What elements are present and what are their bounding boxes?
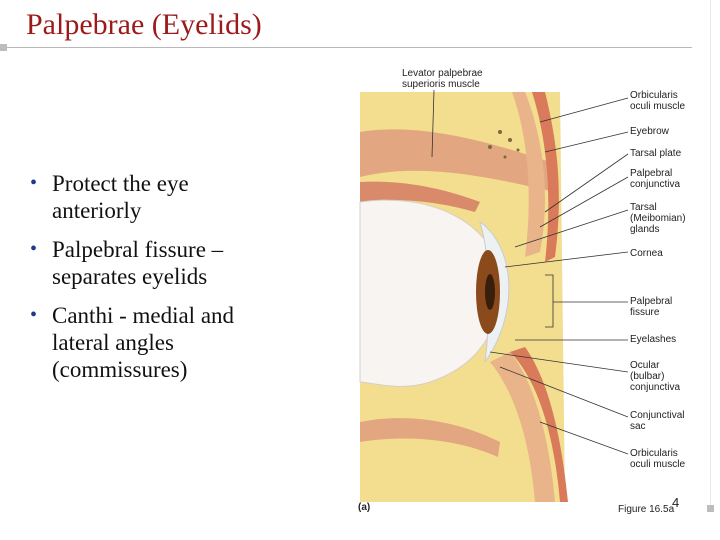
label-orbicularis-top: Orbicularis oculi muscle [630,90,686,112]
label-ocular-conjunctiva: Ocular (bulbar) conjunctiva [630,360,681,393]
label-tarsal-plate: Tarsal plate [630,148,682,159]
label-orbicularis-bottom: Orbicularis oculi muscle [630,448,686,470]
slide-title: Palpebrae (Eyelids) [26,8,262,41]
bullet-item: • Protect the eye anteriorly [28,170,328,224]
eyelid-illustration [359,89,629,502]
bullet-marker: • [30,172,38,194]
corner-square [707,505,714,512]
bullet-marker: • [30,238,38,260]
title-divider [0,44,692,51]
figure-caption: Figure 16.5a [618,504,675,515]
right-guide-line [710,0,711,512]
label-conjunctival-sac: Conjunctival sac [630,410,685,432]
bullet-marker: • [30,304,38,326]
label-eyelashes: Eyelashes [630,334,677,345]
bullet-text: Protect the eye anteriorly [52,171,189,223]
label-eyebrow: Eyebrow [630,126,669,137]
figure-panel-label: (a) [358,502,371,513]
label-levator-palpebrae: Levator palpebrae superioris muscle [402,68,483,90]
label-cornea: Cornea [630,248,663,259]
page-number: 4 [672,495,680,510]
label-palpebral-fissure: Palpebral fissure [630,296,673,318]
bullet-item: • Palpebral fissure – separates eyelids [28,236,328,290]
bullet-text: Palpebral fissure – separates eyelids [52,237,224,289]
eyelid-anatomy-figure: Levator palpebrae superioris muscle Orbi… [340,62,700,532]
bullet-text: Canthi - medial and lateral angles (comm… [52,303,235,382]
divider-line [0,47,692,48]
label-tarsal-glands: Tarsal (Meibomian) glands [630,202,686,235]
divider-square [0,44,7,51]
label-palpebral-conjunctiva: Palpebral conjunctiva [630,168,681,190]
bullet-item: • Canthi - medial and lateral angles (co… [28,302,328,383]
bullet-list: • Protect the eye anteriorly • Palpebral… [28,170,328,395]
